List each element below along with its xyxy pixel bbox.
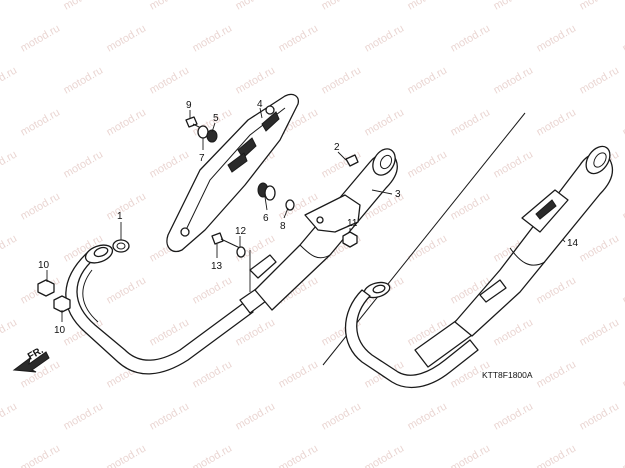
watermark-text: motod.ru bbox=[19, 190, 63, 222]
watermark-text: motod.ru bbox=[535, 106, 579, 138]
watermark-text: motod.ru bbox=[320, 148, 364, 180]
watermark-text: motod.ru bbox=[320, 0, 364, 13]
watermark-text: motod.ru bbox=[492, 64, 536, 96]
watermark-text: motod.ru bbox=[0, 0, 19, 13]
callout-2: 2 bbox=[334, 142, 340, 153]
front-direction-arrow: FR. bbox=[12, 345, 50, 373]
heat-shield-4 bbox=[166, 93, 299, 253]
watermark-text: motod.ru bbox=[621, 358, 625, 390]
watermark-text: motod.ru bbox=[191, 22, 235, 54]
watermark-text: motod.ru bbox=[277, 442, 321, 468]
watermark-text: motod.ru bbox=[148, 400, 192, 432]
watermark-text: motod.ru bbox=[105, 22, 149, 54]
hardware-left bbox=[37, 116, 359, 313]
watermark-text: motod.ru bbox=[320, 400, 364, 432]
watermark-text: motod.ru bbox=[105, 442, 149, 468]
watermark-text: motod.ru bbox=[406, 64, 450, 96]
watermark-text: motod.ru bbox=[0, 148, 19, 180]
watermark-text: motod.ru bbox=[62, 148, 106, 180]
watermark-text: motod.ru bbox=[191, 358, 235, 390]
watermark-text: motod.ru bbox=[578, 64, 622, 96]
watermark-text: motod.ru bbox=[191, 442, 235, 468]
watermark-text: motod.ru bbox=[621, 22, 625, 54]
watermark-text: motod.ru bbox=[449, 106, 493, 138]
callout-11: 11 bbox=[347, 218, 358, 229]
callout-3: 3 bbox=[395, 189, 401, 200]
watermark-text: motod.ru bbox=[19, 22, 63, 54]
callout-labels: 1 2 3 4 5 6 7 8 9 10 10 11 12 13 14 bbox=[38, 99, 579, 336]
watermark-text: motod.ru bbox=[62, 64, 106, 96]
callout-1: 1 bbox=[117, 211, 123, 222]
callout-7: 7 bbox=[199, 153, 205, 164]
callout-9: 9 bbox=[186, 100, 192, 111]
watermark-text: motod.ru bbox=[62, 0, 106, 13]
callout-12: 12 bbox=[235, 226, 247, 237]
watermark-text: motod.ru bbox=[148, 316, 192, 348]
watermark-text: motod.ru bbox=[277, 358, 321, 390]
watermark-text: motod.ru bbox=[0, 316, 19, 348]
callout-8: 8 bbox=[280, 221, 286, 232]
watermark-text: motod.ru bbox=[406, 232, 450, 264]
watermark-text: motod.ru bbox=[105, 274, 149, 306]
diagram-code: KTT8F1800A bbox=[482, 370, 533, 380]
callout-6: 6 bbox=[263, 213, 269, 224]
watermark-text: motod.ru bbox=[148, 148, 192, 180]
watermark-text: motod.ru bbox=[449, 190, 493, 222]
watermark-text: motod.ru bbox=[234, 400, 278, 432]
watermark-text: motod.ru bbox=[277, 22, 321, 54]
watermark-text: motod.ru bbox=[535, 274, 579, 306]
callout-10-lower: 10 bbox=[54, 325, 66, 336]
watermark-text: motod.ru bbox=[492, 148, 536, 180]
watermark-text: motod.ru bbox=[363, 442, 407, 468]
watermark-text: motod.ru bbox=[62, 400, 106, 432]
watermark-text: motod.ru bbox=[578, 232, 622, 264]
watermark-text: motod.ru bbox=[19, 442, 63, 468]
watermark-text: motod.ru bbox=[449, 22, 493, 54]
callout-4: 4 bbox=[257, 99, 263, 110]
callout-10-upper: 10 bbox=[38, 260, 50, 271]
callout-5: 5 bbox=[213, 113, 219, 124]
callout-13: 13 bbox=[211, 261, 223, 272]
watermark-text: motod.ru bbox=[234, 64, 278, 96]
watermark-text: motod.ru bbox=[148, 0, 192, 13]
watermark-text: motod.ru bbox=[320, 64, 364, 96]
watermark-text: motod.ru bbox=[0, 232, 19, 264]
watermark-text: motod.ru bbox=[492, 316, 536, 348]
watermark-text: motod.ru bbox=[105, 106, 149, 138]
watermark-text: motod.ru bbox=[406, 0, 450, 13]
callout-14: 14 bbox=[567, 238, 579, 249]
watermark-text: motod.ru bbox=[621, 274, 625, 306]
watermark-text: motod.ru bbox=[105, 190, 149, 222]
watermark-text: motod.ru bbox=[0, 64, 19, 96]
watermark-text: motod.ru bbox=[535, 22, 579, 54]
watermark-text: motod.ru bbox=[191, 274, 235, 306]
watermark-text: motod.ru bbox=[449, 442, 493, 468]
watermark-text: motod.ru bbox=[363, 106, 407, 138]
watermark-text: motod.ru bbox=[0, 400, 19, 432]
watermark-text: motod.ru bbox=[578, 0, 622, 13]
watermark-text: motod.ru bbox=[578, 400, 622, 432]
exhaust-assembly-right bbox=[344, 145, 614, 389]
watermark-text: motod.ru bbox=[19, 106, 63, 138]
watermark-text: motod.ru bbox=[621, 442, 625, 468]
watermark-text: motod.ru bbox=[492, 400, 536, 432]
muffler-left bbox=[249, 148, 398, 311]
watermark-text: motod.ru bbox=[406, 148, 450, 180]
watermark-text: motod.ru bbox=[621, 106, 625, 138]
watermark-text: motod.ru bbox=[535, 442, 579, 468]
watermark-text: motod.ru bbox=[578, 316, 622, 348]
watermark-text: motod.ru bbox=[406, 400, 450, 432]
watermark-text: motod.ru bbox=[234, 0, 278, 13]
watermark-text: motod.ru bbox=[492, 0, 536, 13]
watermark-text: motod.ru bbox=[363, 22, 407, 54]
watermark-text: motod.ru bbox=[621, 190, 625, 222]
watermark-text: motod.ru bbox=[148, 64, 192, 96]
watermark-text: motod.ru bbox=[535, 358, 579, 390]
